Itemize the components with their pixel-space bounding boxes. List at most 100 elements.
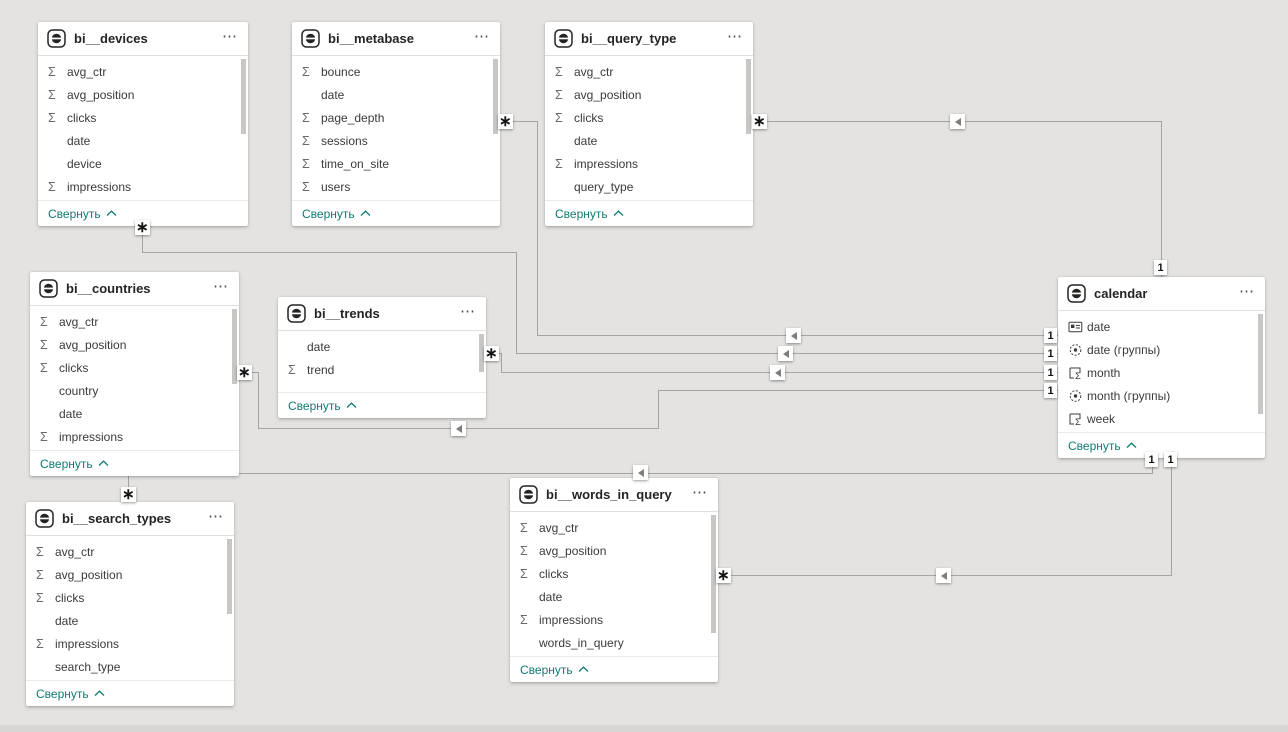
scrollbar-thumb[interactable] — [232, 309, 237, 384]
filter-direction-arrow-icon[interactable] — [770, 365, 785, 380]
field-row[interactable]: search_type — [26, 655, 234, 678]
filter-direction-arrow-icon[interactable] — [786, 328, 801, 343]
more-options-button[interactable]: ⋯ — [208, 507, 224, 525]
cardinality-many-chip[interactable]: ∗ — [484, 345, 499, 362]
field-row[interactable]: country — [30, 379, 239, 402]
cardinality-one-chip[interactable]: 1 — [1044, 328, 1057, 343]
table-header[interactable]: bi__words_in_query ⋯ — [510, 478, 718, 512]
scrollbar-thumb[interactable] — [493, 59, 498, 134]
cardinality-one-chip[interactable]: 1 — [1044, 383, 1057, 398]
cardinality-many-chip[interactable]: ∗ — [498, 113, 513, 130]
table-header[interactable]: bi__devices ⋯ — [38, 22, 248, 56]
table-header[interactable]: bi__search_types ⋯ — [26, 502, 234, 536]
more-options-button[interactable]: ⋯ — [474, 27, 490, 45]
filter-direction-arrow-icon[interactable] — [633, 465, 648, 480]
scrollbar-thumb[interactable] — [746, 59, 751, 134]
field-row[interactable]: date — [278, 335, 486, 358]
scrollbar-thumb[interactable] — [1258, 314, 1263, 414]
more-options-button[interactable]: ⋯ — [222, 27, 238, 45]
field-row[interactable]: date — [292, 83, 500, 106]
cardinality-one-chip[interactable]: 1 — [1044, 365, 1057, 380]
table-header[interactable]: bi__query_type ⋯ — [545, 22, 753, 56]
relationship-line-segment[interactable] — [142, 219, 143, 252]
relationship-line-segment[interactable] — [258, 372, 259, 428]
filter-direction-arrow-icon[interactable] — [451, 421, 466, 436]
field-row[interactable]: date — [1058, 315, 1265, 338]
collapse-link[interactable]: Свернуть — [288, 399, 357, 413]
scrollbar-thumb[interactable] — [227, 539, 232, 614]
cardinality-one-chip[interactable]: 1 — [1145, 452, 1158, 467]
collapse-link[interactable]: Свернуть — [555, 207, 624, 221]
table-header[interactable]: bi__trends ⋯ — [278, 297, 486, 331]
field-row[interactable]: date — [26, 609, 234, 632]
cardinality-many-chip[interactable]: ∗ — [237, 364, 252, 381]
cardinality-many-chip[interactable]: ∗ — [716, 567, 731, 584]
field-row[interactable]: device — [38, 152, 248, 175]
field-row[interactable]: date — [510, 585, 718, 608]
field-row[interactable]: query_type — [545, 175, 753, 198]
more-options-button[interactable]: ⋯ — [727, 27, 743, 45]
collapse-link[interactable]: Свернуть — [36, 687, 105, 701]
relationship-line-segment[interactable] — [658, 390, 659, 428]
cardinality-one-chip[interactable]: 1 — [1154, 260, 1167, 275]
relationship-line-segment[interactable] — [501, 353, 502, 372]
relationship-line-segment[interactable] — [1161, 121, 1162, 277]
field-row[interactable]: date — [30, 402, 239, 425]
filter-direction-arrow-icon[interactable] — [950, 114, 965, 129]
filter-direction-arrow-icon[interactable] — [936, 568, 951, 583]
field-row[interactable]: date (группы) — [1058, 338, 1265, 361]
relationship-line-segment[interactable] — [516, 252, 517, 353]
collapse-link[interactable]: Свернуть — [520, 663, 589, 677]
cardinality-many-chip[interactable]: ∗ — [121, 486, 136, 503]
table-header[interactable]: bi__countries ⋯ — [30, 272, 239, 306]
table-header[interactable]: calendar ⋯ — [1058, 277, 1265, 311]
field-row[interactable]: words_in_query — [510, 631, 718, 654]
field-row[interactable]: month (группы) — [1058, 384, 1265, 407]
scrollbar-thumb[interactable] — [479, 334, 484, 372]
more-options-button[interactable]: ⋯ — [460, 302, 476, 320]
field-row[interactable]: date — [38, 129, 248, 152]
relationship-line-segment[interactable] — [537, 121, 538, 335]
relationship-line-segment[interactable] — [500, 121, 538, 122]
scrollbar-thumb[interactable] — [711, 515, 716, 633]
filter-direction-arrow-icon[interactable] — [778, 346, 793, 361]
more-options-button[interactable]: ⋯ — [1239, 282, 1255, 300]
collapse-link[interactable]: Свернуть — [1068, 439, 1137, 453]
table-header[interactable]: bi__metabase ⋯ — [292, 22, 500, 56]
field-row[interactable]: date — [545, 129, 753, 152]
collapse-link[interactable]: Свернуть — [302, 207, 371, 221]
scrollbar-thumb[interactable] — [241, 59, 246, 134]
horizontal-scrollbar-track[interactable] — [0, 725, 1288, 732]
collapse-link[interactable]: Свернуть — [40, 457, 109, 471]
cardinality-many-chip[interactable]: ∗ — [135, 219, 150, 236]
cardinality-one-chip[interactable]: 1 — [1044, 346, 1057, 361]
